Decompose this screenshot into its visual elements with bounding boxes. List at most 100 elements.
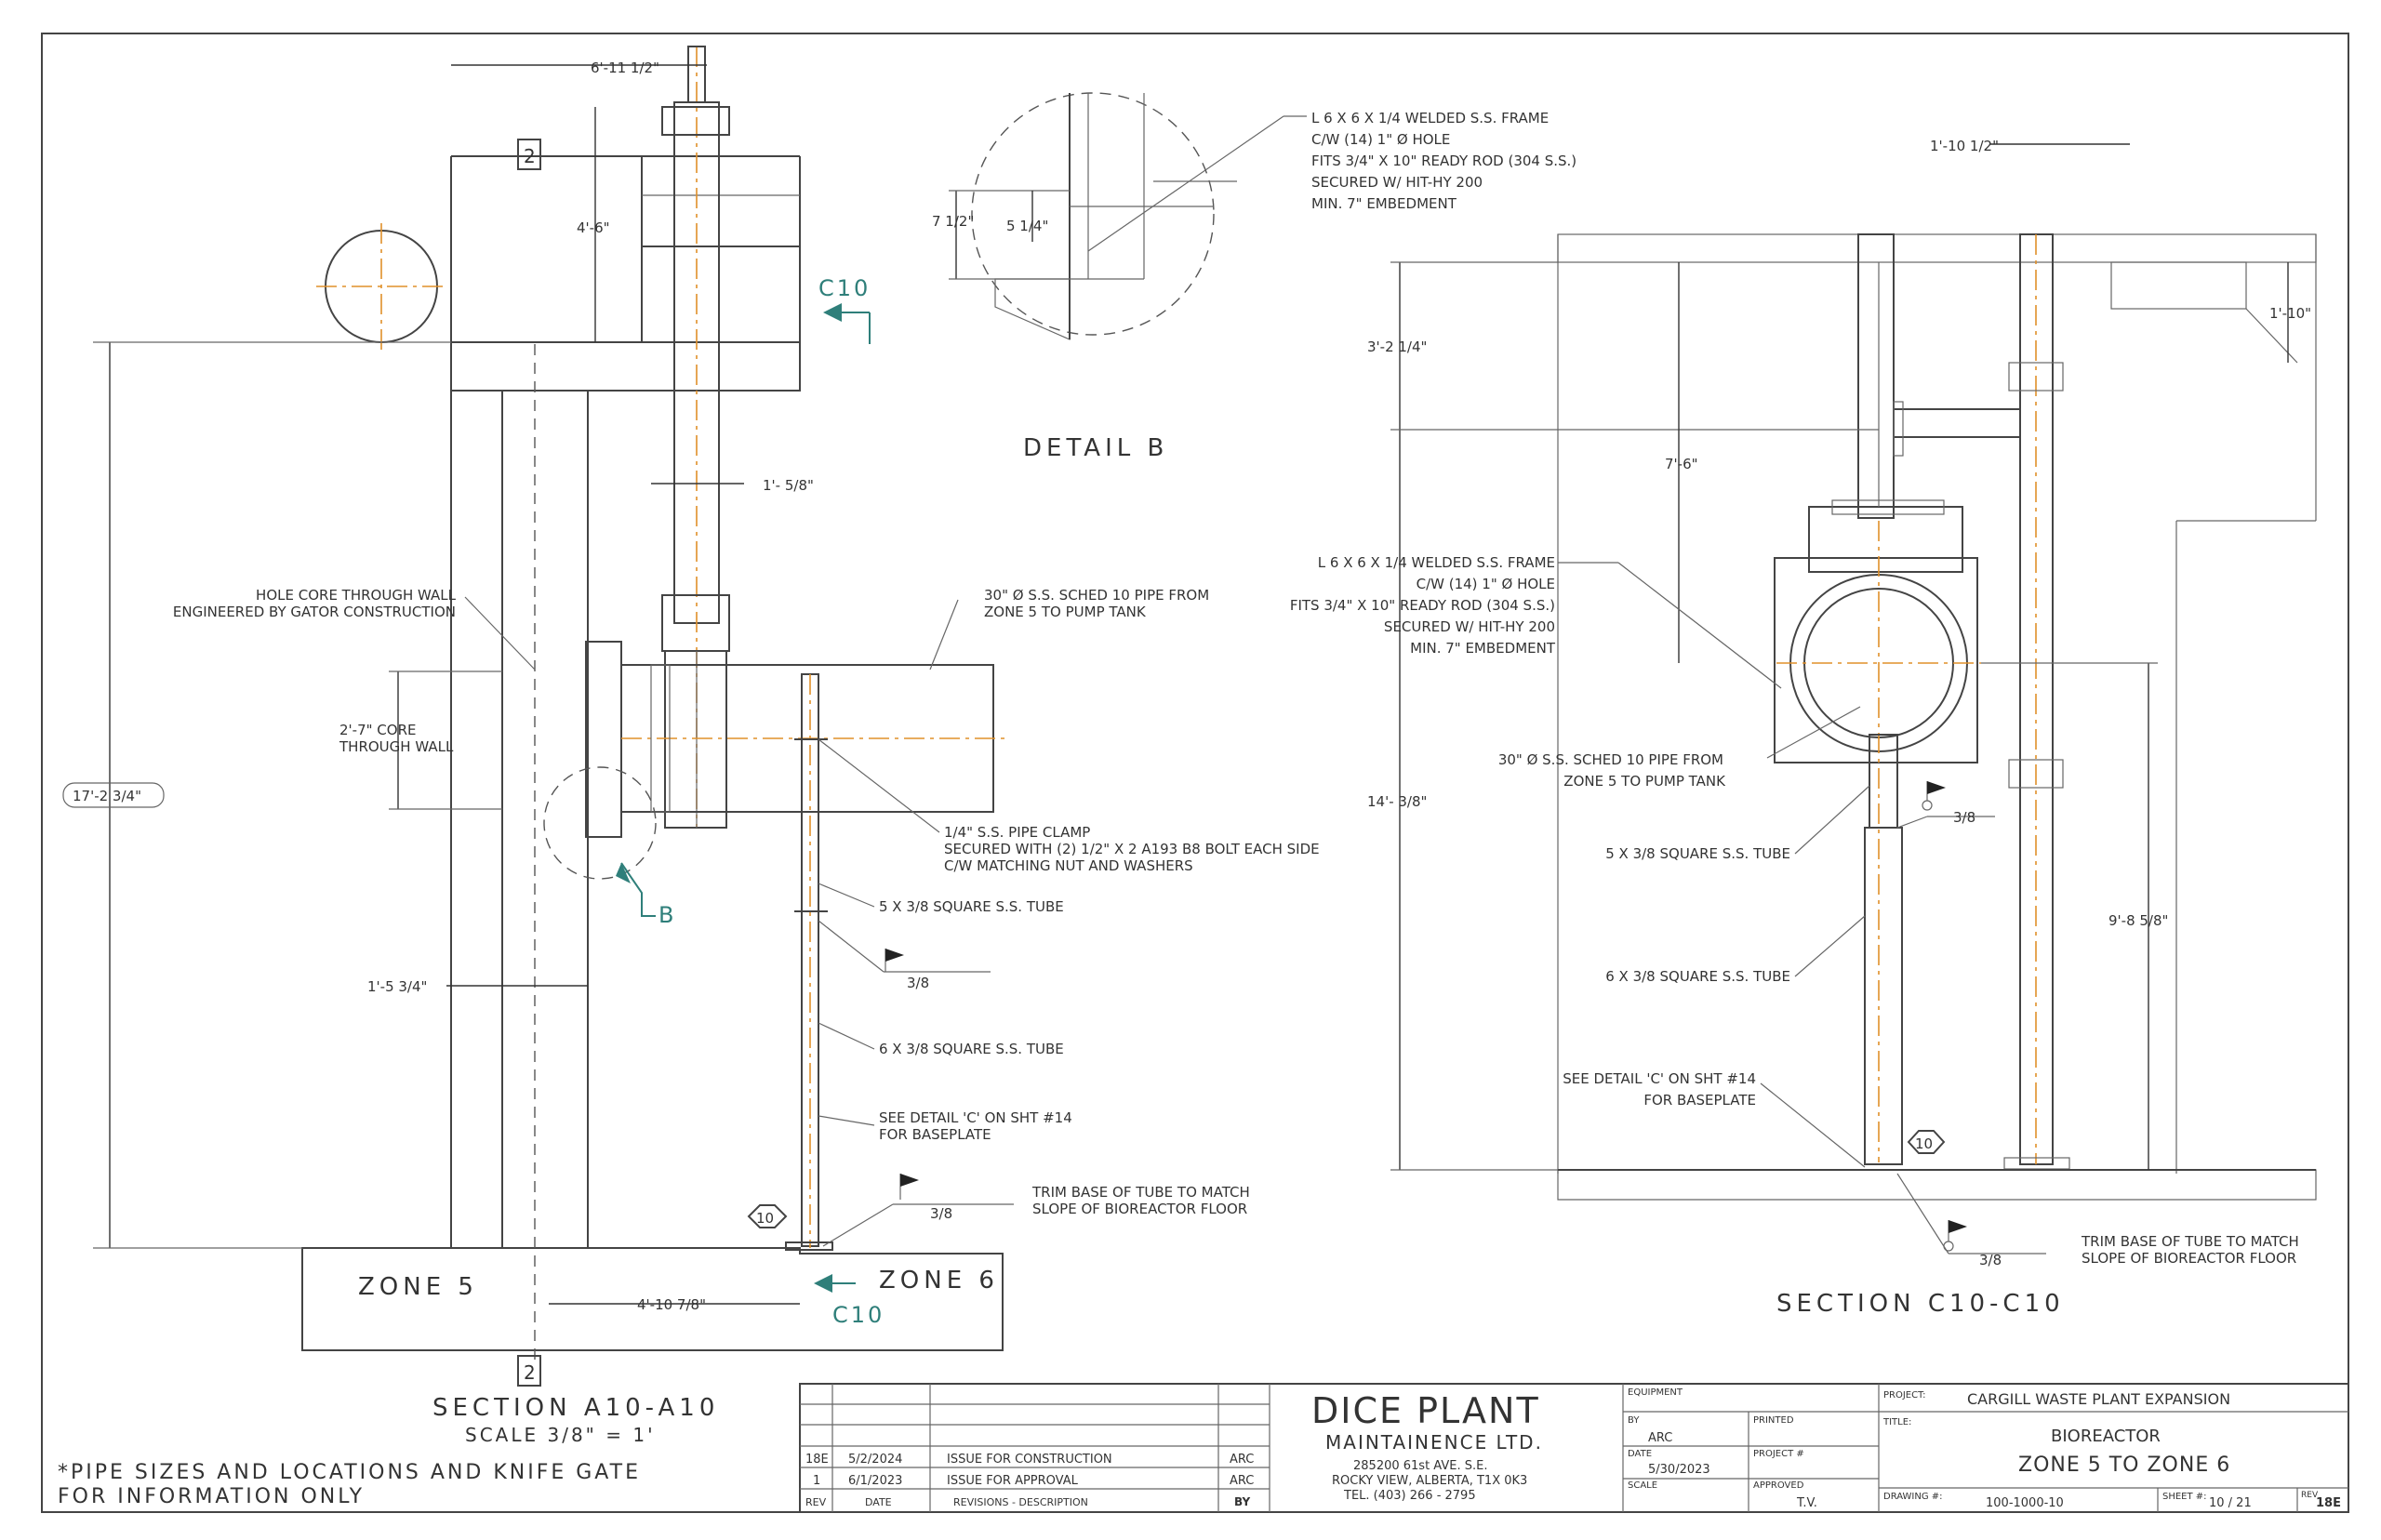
rev-header-desc: REVISIONS - DESCRIPTION [953, 1496, 1088, 1508]
dim-rail-height: 4'-6" [577, 219, 610, 236]
rev-row1-by: ARC [1230, 1453, 1254, 1467]
company-tel: TEL. (403) 266 - 2795 [1343, 1489, 1476, 1503]
c-pipe-note-2: ZONE 5 TO PUMP TANK [1563, 773, 1726, 790]
dim-core-height-1: 2'-7" CORE [339, 722, 416, 738]
c-pipe-note-1: 30" Ø S.S. SCHED 10 PIPE FROM [1498, 751, 1723, 768]
knife-gate-actuator [661, 46, 730, 829]
c-trim-1: TRIM BASE OF TUBE TO MATCH [2081, 1233, 2299, 1250]
rev-row2-desc: ISSUE FOR APPROVAL [947, 1474, 1079, 1488]
note-trim-2: SLOPE OF BIOREACTOR FLOOR [1032, 1201, 1247, 1217]
note-pipe-2: ZONE 5 TO PUMP TANK [984, 604, 1147, 620]
dim-offset: 1'- 5/8" [763, 477, 814, 494]
tb-title-2: ZONE 5 TO ZONE 6 [2018, 1454, 2230, 1477]
section-a-scale: SCALE 3/8" = 1' [465, 1424, 656, 1446]
detail-b-note-2: C/W (14) 1" Ø HOLE [1311, 131, 1450, 148]
note-clamp-1: 1/4" S.S. PIPE CLAMP [944, 824, 1090, 841]
section-a-title: SECTION A10-A10 [432, 1394, 719, 1422]
rev-row2-rev: 1 [813, 1474, 820, 1488]
tank-roof [1557, 233, 2317, 263]
dim-c-d4: 9'-8 5/8" [2108, 912, 2168, 929]
weld-tag-a: 10 [756, 1210, 774, 1227]
tb-title-label: TITLE: [1882, 1417, 1911, 1427]
c-frame-note-2: C/W (14) 1" Ø HOLE [1417, 576, 1555, 592]
grid-marker-bottom: 2 [524, 1361, 536, 1384]
note-detail-c-1: SEE DETAIL 'C' ON SHT #14 [879, 1109, 1072, 1126]
tb-approved: T.V. [1796, 1496, 1817, 1510]
cross-beam [1893, 408, 2021, 438]
section-a10-view: B C10 C10 2 2 6'-11 1/2" 4'-6" 1'- 5/8" … [62, 46, 1320, 1446]
tb-rev: 18E [2316, 1496, 2341, 1510]
rev-row1-desc: ISSUE FOR CONSTRUCTION [947, 1453, 1112, 1467]
detail-b-callout [543, 766, 657, 880]
handrail [450, 155, 801, 342]
dim-c-d2: 7'-6" [1665, 456, 1698, 472]
tb-date: 5/30/2023 [1648, 1463, 1710, 1477]
c-frame-note-4: SECURED W/ HIT-HY 200 [1384, 618, 1555, 635]
detail-b-note-3: FITS 3/4" X 10" READY ROD (304 S.S.) [1311, 153, 1576, 169]
zone-5-label: ZONE 5 [358, 1273, 478, 1301]
top-slab [450, 341, 801, 392]
c-trim-2: SLOPE OF BIOREACTOR FLOOR [2082, 1250, 2296, 1267]
tb-project-label: PROJECT: [1883, 1390, 1925, 1401]
company-addr-2: ROCKY VIEW, ALBERTA, T1X 0K3 [1332, 1474, 1527, 1488]
tb-sheet-label: SHEET #: [2162, 1492, 2207, 1502]
company-block: DICE PLANT MAINTAINENCE LTD. 285200 61st… [1311, 1390, 1543, 1503]
c-tube-6: 6 X 3/8 SQUARE S.S. TUBE [1605, 968, 1790, 985]
tb-date-label: DATE [1628, 1449, 1652, 1459]
detail-b-note-5: MIN. 7" EMBEDMENT [1311, 195, 1457, 212]
note-tube-6: 6 X 3/8 SQUARE S.S. TUBE [879, 1041, 1064, 1057]
dim-c-d3: 14'- 3/8" [1367, 793, 1427, 810]
tank-floor [1557, 1169, 2317, 1201]
tube-6 [1864, 827, 1903, 1165]
company-name: DICE PLANT [1311, 1390, 1540, 1431]
zone-6-label: ZONE 6 [879, 1267, 999, 1294]
support-tube [785, 673, 833, 1251]
rev-row1-rev: 18E [805, 1453, 829, 1467]
tube-5 [1869, 734, 1898, 829]
dim-c-top-width: 1'-10 1/2" [1930, 138, 1999, 154]
c-frame-note-3: FITS 3/4" X 10" READY ROD (304 S.S.) [1290, 597, 1555, 614]
floor-slab [301, 1247, 1004, 1351]
rev-header-by: BY [1234, 1495, 1250, 1508]
detail-b-dim-outer: 7 1/2" [932, 213, 974, 230]
rev-header-date: DATE [865, 1496, 892, 1508]
detail-b-note-4: SECURED W/ HIT-HY 200 [1311, 174, 1483, 191]
tb-approved-label: APPROVED [1753, 1480, 1804, 1491]
cut-marker-top: C10 [818, 275, 871, 301]
tb-by: ARC [1648, 1431, 1672, 1445]
dim-core-height-2: THROUGH WALL [339, 738, 454, 755]
note-pipe-1: 30" Ø S.S. SCHED 10 PIPE FROM [984, 587, 1209, 604]
dim-c-d1: 3'-2 1/4" [1367, 339, 1427, 355]
c-weld-tag: 10 [1915, 1135, 1933, 1152]
detail-b-title: DETAIL B [1023, 434, 1168, 462]
tb-drawing: 100-1000-10 [1986, 1496, 2064, 1510]
revision-table: 18E 5/2/2024 ISSUE FOR CONSTRUCTION ARC … [800, 1384, 1270, 1512]
note-hole-core-2: ENGINEERED BY GATOR CONSTRUCTION [173, 604, 456, 620]
tb-sheet: 10 / 21 [2209, 1496, 2252, 1510]
note-clamp-3: C/W MATCHING NUT AND WASHERS [944, 857, 1193, 874]
tb-drawing-label: DRAWING #: [1883, 1492, 1943, 1502]
weld-size-a-2: 3/8 [930, 1205, 952, 1222]
footnote-line-2: FOR INFORMATION ONLY [58, 1485, 365, 1508]
detail-b-note-1: L 6 X 6 X 1/4 WELDED S.S. FRAME [1311, 110, 1549, 126]
tb-project-no-label: PROJECT # [1753, 1449, 1804, 1459]
tb-rev-label: REV [2301, 1491, 2319, 1500]
section-c10-view: 1'-10 1/2" 1'-10" 3'-2 1/4" 7'-6" 14'- 3… [1290, 138, 2317, 1318]
note-trim-1: TRIM BASE OF TUBE TO MATCH [1031, 1184, 1250, 1201]
footnote-line-1: *PIPE SIZES AND LOCATIONS AND KNIFE GATE [58, 1461, 641, 1484]
c-tube-5: 5 X 3/8 SQUARE S.S. TUBE [1605, 845, 1790, 862]
company-addr-1: 285200 61st AVE. S.E. [1353, 1459, 1487, 1473]
gate-frame [1774, 557, 1978, 763]
rev-row2-date: 6/1/2023 [848, 1474, 902, 1488]
company-sub: MAINTAINENCE LTD. [1325, 1431, 1543, 1454]
weld-size-a: 3/8 [907, 975, 929, 991]
c-weld-size: 3/8 [1953, 809, 1975, 826]
detail-b-view: 7 1/2" 5 1/4" L 6 X 6 X 1/4 WELDED S.S. … [932, 92, 1576, 462]
dim-c-right-height: 1'-10" [2269, 305, 2311, 322]
dim-overall-height: 17'-2 3/4" [73, 788, 141, 804]
title-block: 18E 5/2/2024 ISSUE FOR CONSTRUCTION ARC … [799, 1383, 2349, 1513]
detail-b-dim-inner: 5 1/4" [1006, 218, 1048, 234]
dim-floor-offset: 4'-10 7/8" [637, 1296, 706, 1313]
c-frame-note-5: MIN. 7" EMBEDMENT [1410, 640, 1556, 657]
